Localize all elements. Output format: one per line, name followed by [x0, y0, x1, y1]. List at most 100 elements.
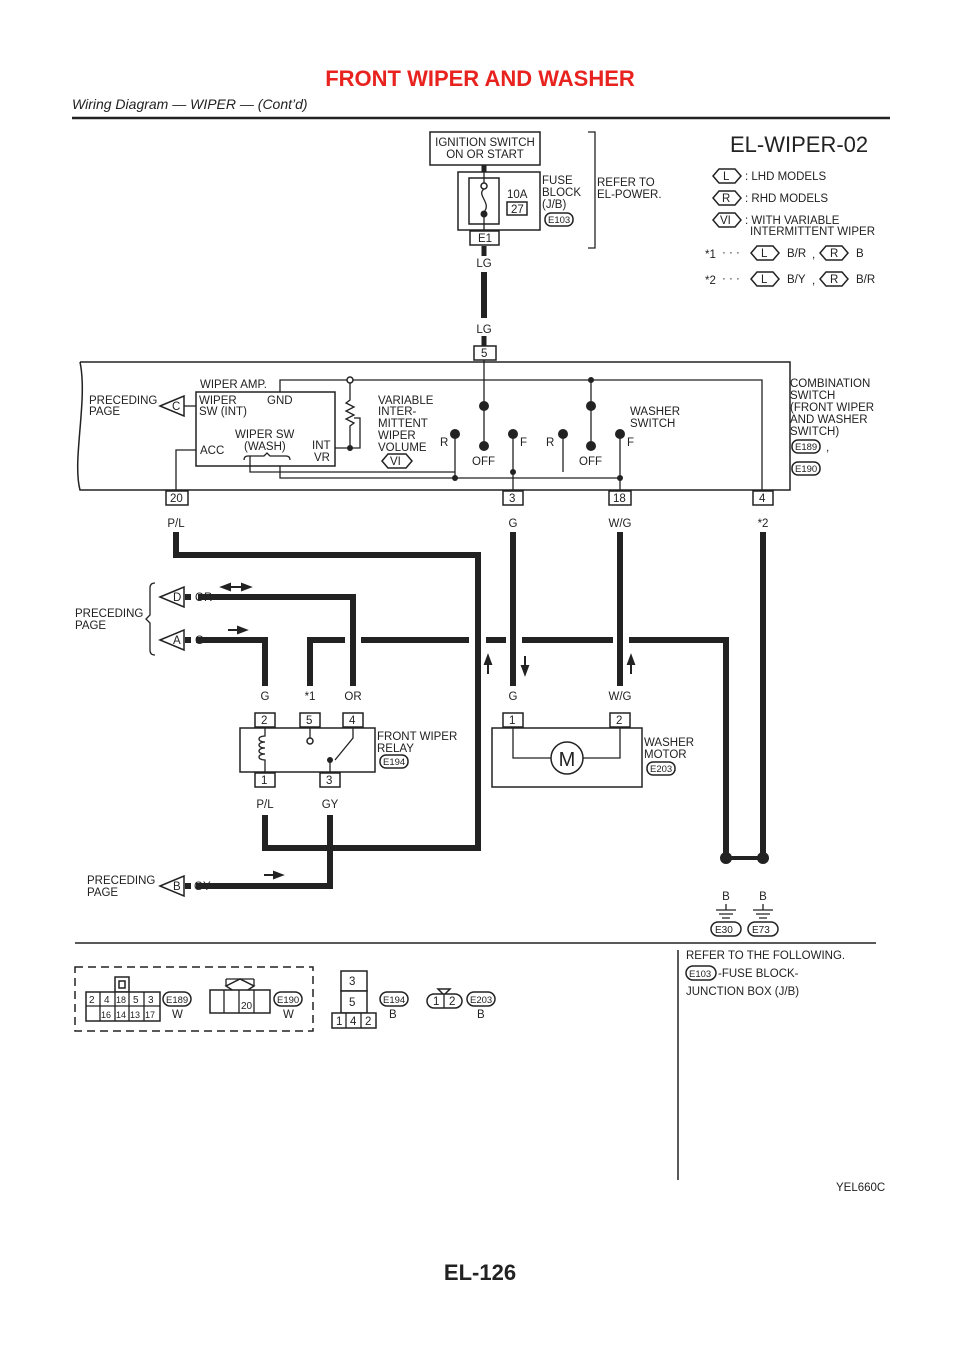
label: WASHER	[630, 406, 680, 418]
pin-20: 20	[170, 493, 183, 505]
lhd-badge-text: L	[723, 171, 730, 183]
label: WIPER SW	[235, 429, 295, 441]
front-wiper-relay: G *1 OR 2 5 4 1 3 FRONT WIPER RELAY E194…	[239, 691, 457, 811]
pin: 20	[241, 1001, 253, 1012]
legend-star1: *1	[705, 249, 716, 261]
pin: 16	[101, 1010, 111, 1020]
label-f: F	[627, 437, 634, 449]
page-subtitle: Wiring Diagram — WIPER — (Cont’d)	[72, 96, 308, 112]
combo-name: COMBINATION	[790, 378, 870, 390]
pin: 17	[145, 1010, 155, 1020]
fuse-pin: E1	[478, 233, 492, 245]
connector-pin	[473, 345, 497, 361]
preceding-d: D	[173, 592, 181, 604]
label: WIPER	[378, 430, 416, 442]
connector-id: E203	[470, 995, 492, 1006]
pin: 2	[365, 1016, 371, 1028]
bidirectional-arrow-icon	[219, 582, 253, 592]
wire-color: GY	[194, 881, 211, 893]
wire-color: *1	[305, 691, 316, 703]
ignition-label-1: IGNITION SWITCH	[435, 137, 535, 149]
arrow-down-icon	[520, 656, 530, 677]
ignition-switch: IGNITION SWITCH ON OR START	[429, 131, 541, 166]
diagram-id: EL-WIPER-02	[730, 132, 868, 157]
combo-name: (FRONT WIPER	[790, 402, 874, 414]
dots: · · ·	[722, 247, 740, 259]
pin: 5	[349, 997, 355, 1009]
wire-color: G	[261, 691, 270, 703]
vi-badge	[712, 212, 742, 228]
pin: 5	[133, 995, 139, 1006]
wire-color: G	[509, 518, 518, 530]
pin-18: 18	[613, 493, 626, 505]
combo-name: AND WASHER	[790, 414, 868, 426]
label: SW (INT)	[199, 406, 247, 418]
label: VARIABLE	[378, 395, 434, 407]
ground-e30: E30	[715, 925, 733, 936]
connector-id: E189	[795, 442, 817, 453]
label: INTER-	[378, 406, 417, 418]
preceding-page: PAGE	[87, 887, 118, 899]
pin: 4	[104, 995, 110, 1006]
connector-color: B	[389, 1009, 397, 1021]
pin-4: 4	[759, 493, 766, 505]
relay-name: RELAY	[377, 743, 414, 755]
page-title: FRONT WIPER AND WASHER	[325, 66, 635, 91]
pin: 14	[116, 1010, 126, 1020]
coil-icon	[258, 728, 266, 772]
label: INT	[312, 440, 331, 452]
label-r: R	[440, 437, 448, 449]
pin: 5	[306, 715, 312, 727]
wire-color: OR	[195, 592, 212, 604]
wires	[173, 532, 769, 889]
connector-id: E194	[383, 995, 405, 1006]
bracket	[588, 131, 596, 249]
motor-symbol: M	[559, 749, 576, 771]
badge-l: L	[761, 274, 768, 286]
comma: ,	[812, 249, 815, 261]
motor-icon	[550, 741, 584, 775]
pin: 2	[261, 715, 267, 727]
pin: 1	[433, 996, 439, 1008]
fuse-label-1: FUSE	[542, 175, 573, 187]
connector-color: B	[477, 1009, 485, 1021]
ground-icon	[716, 904, 773, 919]
badge-l: L	[761, 248, 768, 260]
label: (WASH)	[244, 441, 286, 453]
label: SWITCH	[630, 418, 675, 430]
connector-id: E103	[689, 969, 711, 980]
legend: L : LHD MODELS R : RHD MODELS VI : WITH …	[705, 168, 875, 287]
star2-lhd-color: B/Y	[787, 274, 806, 286]
vi-badge-text: VI	[720, 215, 731, 227]
dots: · · ·	[722, 273, 740, 285]
motor-name: MOTOR	[644, 749, 687, 761]
wire-color: *2	[758, 518, 769, 530]
rhd-badge-text: R	[722, 193, 730, 205]
pin: 2	[89, 995, 95, 1006]
badge-r: R	[830, 248, 838, 260]
fuse-number: 27	[511, 204, 524, 216]
preceding-a: A	[173, 635, 181, 647]
wire-color: P/L	[167, 518, 185, 530]
wire-color: W/G	[609, 518, 632, 530]
connector-id: E190	[795, 464, 817, 475]
preceding-c: C	[172, 401, 180, 413]
arrow-up-icon	[626, 653, 636, 674]
star2-rhd-color: B/R	[856, 274, 875, 286]
wire-color-lg: LG	[476, 258, 491, 270]
fuse-label-3: (J/B)	[542, 199, 566, 211]
label-f: F	[520, 437, 527, 449]
label-r: R	[546, 437, 554, 449]
wire-color: G	[509, 691, 518, 703]
fuse-label-2: BLOCK	[542, 187, 581, 199]
pin: 2	[449, 996, 455, 1008]
pin: 3	[349, 976, 355, 988]
pin: 1	[509, 715, 515, 727]
refer-power-2: EL-POWER.	[597, 189, 662, 201]
preceding-page-connectors: PRECEDING PAGE D OR A G PRECEDING PAGE B…	[75, 582, 212, 899]
pin: 4	[349, 715, 356, 727]
refer-power-1: REFER TO	[597, 177, 655, 189]
preceding-page: PRECEDING	[75, 608, 143, 620]
fuse-block: 10A 27 FUSE BLOCK (J/B) E103 E1	[457, 171, 581, 246]
connector-id: E190	[277, 995, 299, 1006]
